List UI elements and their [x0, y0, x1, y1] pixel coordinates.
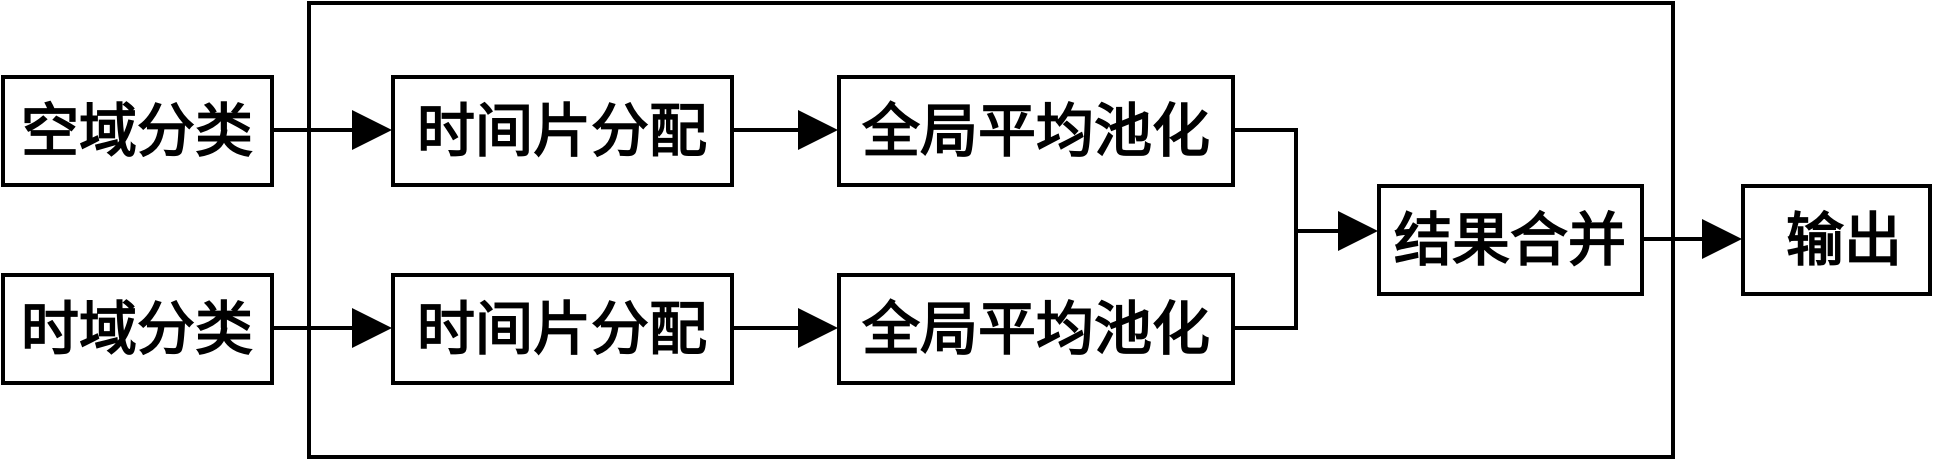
node-label: 输出 — [1786, 206, 1902, 274]
node-slice-allocation-bottom: 时间片分配 — [391, 273, 734, 385]
processing-frame — [307, 1, 1675, 459]
node-label: 时域分类 — [21, 295, 253, 363]
arrowhead-icon — [352, 110, 392, 150]
node-global-avg-pool-bottom: 全局平均池化 — [837, 273, 1235, 385]
connectors — [272, 110, 1742, 348]
arrowhead-icon — [352, 308, 392, 348]
arrowhead-icon — [798, 110, 838, 150]
node-global-avg-pool-top: 全局平均池化 — [837, 75, 1235, 187]
edge-gap-top-to-junction — [1233, 128, 1298, 232]
node-label: 时间片分配 — [417, 97, 707, 165]
node-result-merge: 结果合并 — [1377, 184, 1644, 296]
node-label: 结果合并 — [1394, 206, 1626, 274]
node-temporal-classification: 时域分类 — [1, 273, 274, 385]
node-output: 输出 — [1741, 184, 1932, 296]
arrowhead-icon — [1702, 219, 1742, 259]
node-label: 全局平均池化 — [861, 295, 1210, 363]
node-label: 全局平均池化 — [861, 97, 1210, 165]
node-label: 空域分类 — [21, 97, 253, 165]
arrowhead-icon — [1338, 211, 1378, 251]
node-slice-allocation-top: 时间片分配 — [391, 75, 734, 187]
node-spatial-classification: 空域分类 — [1, 75, 274, 187]
node-label: 时间片分配 — [417, 295, 707, 363]
arrowhead-icon — [798, 308, 838, 348]
edge-gap-bottom-to-junction — [1233, 230, 1298, 330]
